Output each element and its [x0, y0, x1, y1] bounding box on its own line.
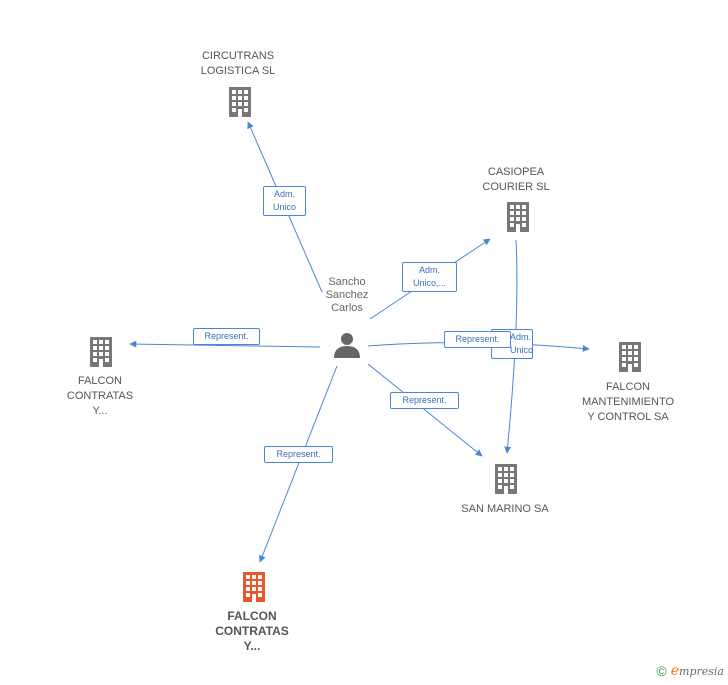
person-name[interactable]: Sancho Sanchez Carlos: [325, 276, 369, 314]
node-label-circutrans[interactable]: CIRCUTRANS LOGISTICA SL: [200, 50, 276, 77]
edge-label-adm-unico-circutrans: Adm. Unico: [263, 186, 306, 216]
edge-label-represent-falcon-main: Represent.: [264, 446, 333, 463]
edge-label-adm-unico-casiopea: Adm. Unico,...: [402, 262, 457, 292]
node-label-casiopea[interactable]: CASIOPEA COURIER SL: [482, 166, 550, 193]
node-label-falcon-mant[interactable]: FALCON MANTENIMIENTO Y CONTROL SA: [581, 381, 675, 423]
building-icon-falcon-mant[interactable]: [619, 342, 641, 372]
edge-to-san-marino: [367, 363, 483, 457]
footer-branding: © empresia: [656, 663, 724, 679]
building-icon-falcon-main[interactable]: [243, 572, 265, 602]
building-icon-circutrans[interactable]: [229, 87, 251, 117]
node-label-falcon-main[interactable]: FALCON CONTRATAS Y...: [215, 609, 289, 653]
edge-label-represent-falcon-mant: Represent.: [444, 331, 511, 348]
edge-to-falcon-left: [129, 340, 321, 348]
person-icon[interactable]: [334, 333, 360, 358]
node-label-falcon-left[interactable]: FALCON CONTRATAS Y...: [66, 375, 134, 417]
building-icon-falcon-left[interactable]: [90, 337, 112, 367]
copyright-symbol: ©: [656, 663, 667, 679]
building-icon-san-marino[interactable]: [495, 464, 517, 494]
brand-logo[interactable]: empresia: [670, 663, 724, 679]
edge-to-falcon-main: [259, 365, 338, 563]
edge-label-represent-san-marino: Represent.: [390, 392, 459, 409]
node-label-san-marino[interactable]: SAN MARINO SA: [461, 503, 549, 515]
building-icon-casiopea[interactable]: [507, 202, 529, 232]
edge-label-represent-falcon-left: Represent.: [193, 328, 260, 345]
